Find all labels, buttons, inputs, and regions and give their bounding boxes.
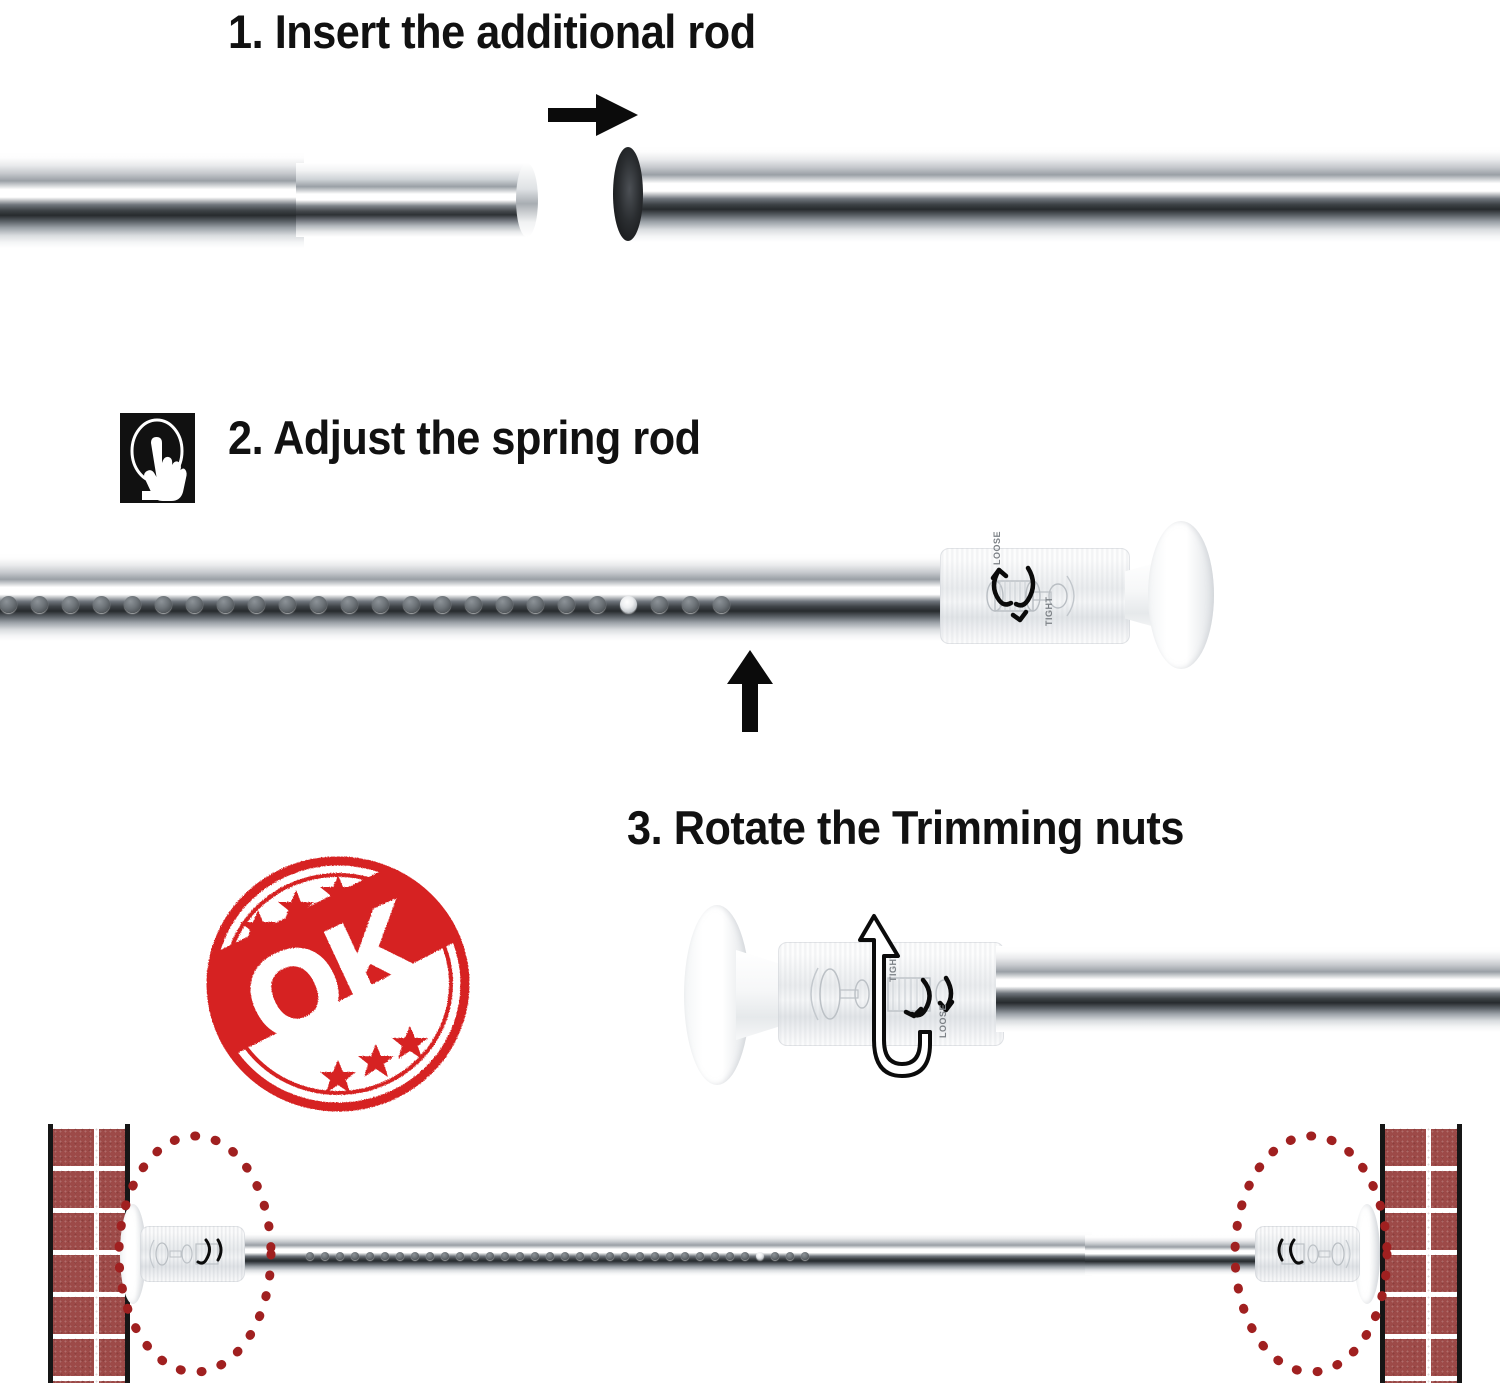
adjustment-hole [496, 596, 513, 613]
adjustment-hole [310, 596, 327, 613]
adjustment-hole [381, 1252, 389, 1260]
adjustment-hole [434, 596, 451, 613]
adjustment-hole-track [0, 596, 760, 616]
installed-adjustment-holes [306, 1252, 826, 1261]
adjustment-hole [801, 1252, 809, 1260]
collar-label-loose: LOOSE [992, 530, 1002, 565]
installed-collar-right[interactable] [1255, 1226, 1360, 1282]
installed-collar-left[interactable] [140, 1226, 245, 1282]
brick-texture [48, 1124, 130, 1383]
brick-texture [1380, 1124, 1462, 1383]
rod-left-end-face [516, 163, 538, 237]
wall-edge-right [1457, 1124, 1462, 1383]
adjustment-hole [31, 596, 48, 613]
adjustment-hole [621, 1252, 629, 1260]
adjustment-hole [786, 1252, 794, 1260]
adjustment-hole [396, 1252, 404, 1260]
adjustment-hole [546, 1252, 554, 1260]
adjustment-hole [651, 1252, 659, 1260]
adjustment-hole [465, 596, 482, 613]
end-cap-disc [1148, 521, 1214, 669]
adjustment-hole [279, 596, 296, 613]
adjustment-hole [558, 596, 575, 613]
adjustment-hole [771, 1252, 779, 1260]
adjustment-hole [366, 1252, 374, 1260]
rod-open-end-icon [613, 147, 643, 241]
adjustment-hole [471, 1252, 479, 1260]
rotate-arrow-icon [810, 898, 1010, 1098]
adjustment-hole [62, 596, 79, 613]
adjustment-hole [341, 596, 358, 613]
brick-wall-right [1380, 1124, 1462, 1383]
rod-step3-body [996, 946, 1500, 1032]
adjustment-hole [351, 1252, 359, 1260]
adjustment-hole [531, 1252, 539, 1260]
step-2-title: 2. Adjust the spring rod [228, 411, 701, 464]
adjustment-hole [306, 1252, 314, 1260]
adjustment-hole [501, 1252, 509, 1260]
adjustment-hole [741, 1252, 749, 1260]
adjustment-hole [456, 1252, 464, 1260]
adjustment-hole [681, 1252, 689, 1260]
adjustment-hole [756, 1252, 764, 1260]
adjustment-hole [666, 1252, 674, 1260]
adjustment-hole [186, 596, 203, 613]
trimming-nut-collar-step3[interactable]: TIGHT LOOSE [778, 942, 1004, 1046]
rod-inner-step [296, 163, 528, 237]
adjustment-hole [155, 596, 172, 613]
brick-wall-left [48, 1124, 130, 1383]
step-1-title: 1. Insert the additional rod [228, 5, 756, 58]
adjustment-hole [606, 1252, 614, 1260]
adjustment-hole [217, 596, 234, 613]
trimming-nut-collar[interactable]: LOOSE TIGHT [940, 531, 1130, 644]
adjustment-hole [336, 1252, 344, 1260]
adjustment-hole [620, 596, 637, 613]
step-3-title: 3. Rotate the Trimming nuts [627, 801, 1184, 854]
adjustment-hole [561, 1252, 569, 1260]
hand-press-icon [120, 413, 195, 503]
rod-additional-body [628, 146, 1500, 242]
adjustment-hole [248, 596, 265, 613]
adjustment-hole [93, 596, 110, 613]
adjustment-hole [711, 1252, 719, 1260]
adjustment-hole [576, 1252, 584, 1260]
adjustment-hole [403, 596, 420, 613]
adjustment-hole [651, 596, 668, 613]
adjustment-hole [589, 596, 606, 613]
adjustment-hole [441, 1252, 449, 1260]
adjustment-hole [527, 596, 544, 613]
arrow-right-icon [548, 92, 638, 138]
collar-label-tight: TIGHT [1044, 596, 1054, 627]
wall-edge-left [1380, 1124, 1385, 1383]
adjustment-hole [486, 1252, 494, 1260]
installed-rod-left-section [232, 1232, 1092, 1276]
adjustment-hole [516, 1252, 524, 1260]
adjustment-hole [411, 1252, 419, 1260]
adjustment-hole [591, 1252, 599, 1260]
rod-outer-body [0, 152, 304, 248]
adjustment-hole [0, 596, 17, 613]
adjustment-hole [726, 1252, 734, 1260]
contact-point-right-highlight [1226, 1128, 1396, 1380]
adjustment-hole [696, 1252, 704, 1260]
ok-stamp-badge: OK OK [198, 835, 478, 1120]
collar-ribs-texture-step3 [778, 942, 1004, 1046]
adjustment-hole [372, 596, 389, 613]
wall-edge-left [48, 1124, 53, 1383]
collar-ribs-texture [940, 548, 1130, 644]
arrow-up-icon [727, 650, 773, 732]
adjustment-hole [124, 596, 141, 613]
adjustment-hole [713, 596, 730, 613]
adjustment-hole [321, 1252, 329, 1260]
adjustment-hole [682, 596, 699, 613]
contact-point-left-highlight [110, 1128, 280, 1380]
ok-stamp-text: OK [198, 848, 221, 852]
adjustment-hole [426, 1252, 434, 1260]
adjustment-hole [636, 1252, 644, 1260]
